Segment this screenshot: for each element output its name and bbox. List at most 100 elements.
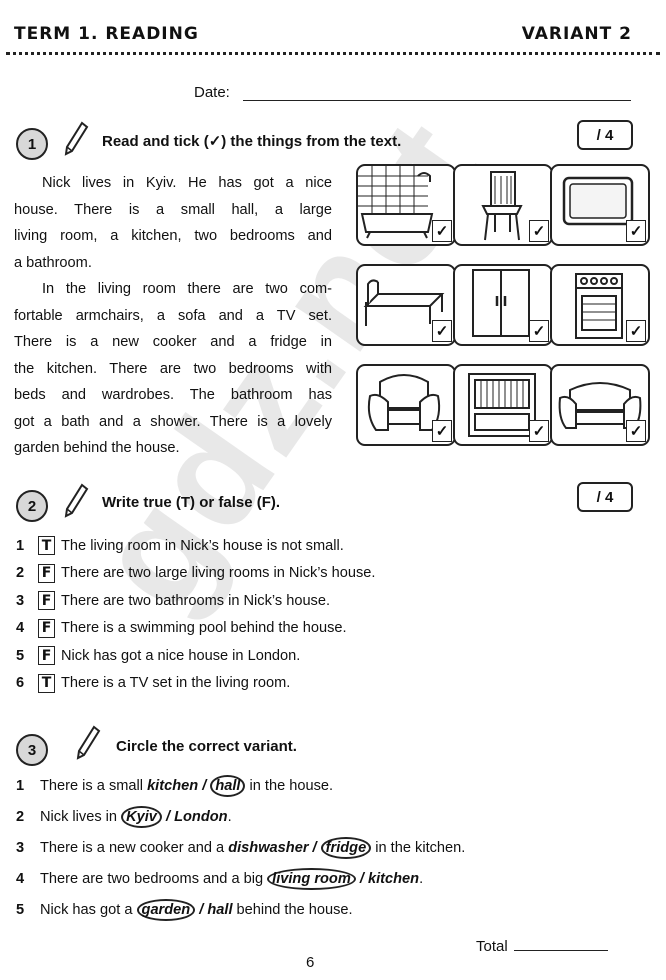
variant-option-a[interactable]: garden (136, 898, 196, 921)
item-text: . (227, 808, 232, 825)
picture-bathroom[interactable]: ✓ (356, 164, 456, 246)
picture-bed[interactable]: ✓ (356, 264, 456, 346)
task-1-title: Read and tick (✓) the things from the te… (102, 133, 402, 150)
text-line: fortable armchairs, a sofa and a TV set. (14, 307, 332, 324)
picture-armchair[interactable]: ✓ (356, 364, 456, 446)
answer-box[interactable]: T (38, 673, 55, 693)
circle-variant-list: 1 There is a small kitchen / hall in the … (16, 770, 465, 925)
item-text: There are two bedrooms and a big (40, 870, 268, 887)
answer-box[interactable]: F (38, 618, 55, 638)
variant-option-b[interactable]: hall (207, 901, 233, 918)
answer-box[interactable]: F (38, 646, 55, 666)
tick-box[interactable]: ✓ (626, 320, 646, 342)
text-line: garden behind the house. (14, 440, 180, 456)
item-text: in the house. (245, 777, 334, 794)
reading-text: Nick lives in Kyiv. He has got a nice hou… (14, 170, 332, 462)
picture-tv[interactable]: ✓ (550, 164, 650, 246)
tick-box[interactable]: ✓ (432, 320, 452, 342)
tick-box[interactable]: ✓ (626, 220, 646, 242)
text-line: living room, a kitchen, two bedrooms and (14, 228, 332, 244)
pencil-icon (64, 121, 89, 156)
pencil-icon (64, 483, 89, 518)
dotted-divider (6, 52, 660, 55)
variant-option-b[interactable]: London (174, 808, 228, 825)
item-number: 2 (16, 808, 25, 825)
total-field[interactable] (513, 936, 608, 951)
task-3-number: 3 (16, 734, 48, 766)
bathtub-icon (358, 166, 434, 239)
answer-box[interactable]: F (38, 563, 55, 583)
total-label: Total (476, 938, 508, 955)
text-line: the kitchen. There are two bedrooms with (14, 360, 332, 377)
page-number: 6 (306, 954, 315, 971)
pencil-icon (76, 725, 101, 760)
variant-option-a[interactable]: kitchen (147, 777, 199, 794)
item-number: 3 (16, 839, 25, 856)
cooker-icon (575, 273, 623, 339)
tick-box[interactable]: ✓ (529, 220, 549, 242)
variant-separator: / (195, 901, 208, 918)
variant-separator: / (198, 777, 211, 794)
item-text: There is a small (40, 777, 148, 794)
task-1-number: 1 (16, 128, 48, 160)
tick-box[interactable]: ✓ (529, 320, 549, 342)
item-number: 1 (16, 777, 25, 794)
date-label: Date: (194, 84, 230, 101)
variant-option-a[interactable]: living room (267, 867, 356, 890)
tick-box[interactable]: ✓ (432, 220, 452, 242)
variant-item: 1 There is a small kitchen / hall in the … (16, 770, 465, 801)
text-line: house. There is a small hall, a large (14, 201, 332, 218)
task-3-title: Circle the correct variant. (116, 738, 297, 755)
variant-separator: / (308, 839, 321, 856)
text-line: In the living room there are two com- (42, 281, 332, 297)
variant-option-b[interactable]: fridge (320, 836, 372, 859)
item-text: . (419, 870, 424, 887)
variant-option-a[interactable]: dishwasher (228, 839, 309, 856)
item-text: in the kitchen. (371, 839, 466, 856)
item-number: 5 (16, 901, 25, 918)
tv-set-icon (562, 176, 634, 226)
text-line: beds and wardrobes. The bathroom has (14, 387, 332, 403)
task-2-number: 2 (16, 490, 48, 522)
item-number: 4 (16, 870, 25, 887)
picture-chair[interactable]: ✓ (453, 164, 553, 246)
text-line: There is a new cooker and a fridge in (14, 334, 332, 350)
item-text: There is a new cooker and a (40, 839, 229, 856)
answer-box[interactable]: F (38, 591, 55, 611)
task-2-score: / 4 (577, 482, 633, 512)
picture-sofa[interactable]: ✓ (550, 364, 650, 446)
answer-box[interactable]: T (38, 536, 55, 556)
text-line: got a bath and a shower. There is a love… (14, 413, 332, 430)
item-text: Nick lives in (40, 808, 122, 825)
variant-option-a[interactable]: Kyiv (121, 805, 162, 828)
date-field[interactable] (243, 100, 631, 101)
tick-box[interactable]: ✓ (626, 420, 646, 442)
tick-box[interactable]: ✓ (432, 420, 452, 442)
variant-separator: / (161, 808, 175, 825)
variant-option-b[interactable]: kitchen (367, 870, 420, 887)
bed-icon (363, 279, 445, 326)
variant-option-b[interactable]: hall (210, 774, 246, 797)
variant-item: 2 Nick lives in Kyiv / London. (16, 801, 465, 832)
tick-box[interactable]: ✓ (529, 420, 549, 442)
picture-wardrobe[interactable]: ✓ (453, 264, 553, 346)
variant-separator: / (355, 870, 368, 887)
task-2-title: Write true (T) or false (F). (102, 494, 281, 511)
sofa-icon (558, 382, 642, 429)
picture-cooker[interactable]: ✓ (550, 264, 650, 346)
text-line: a bathroom. (14, 254, 92, 271)
text-line: Nick lives in Kyiv. He has got a nice (42, 175, 332, 191)
chair-icon (481, 171, 523, 241)
picture-dishwasher[interactable]: ✓ (453, 364, 553, 446)
picture-grid: ✓ ✓ ✓ ✓ (356, 164, 650, 446)
item-text: behind the house. (232, 901, 353, 918)
variant-title: VARIANT 2 (521, 24, 632, 44)
